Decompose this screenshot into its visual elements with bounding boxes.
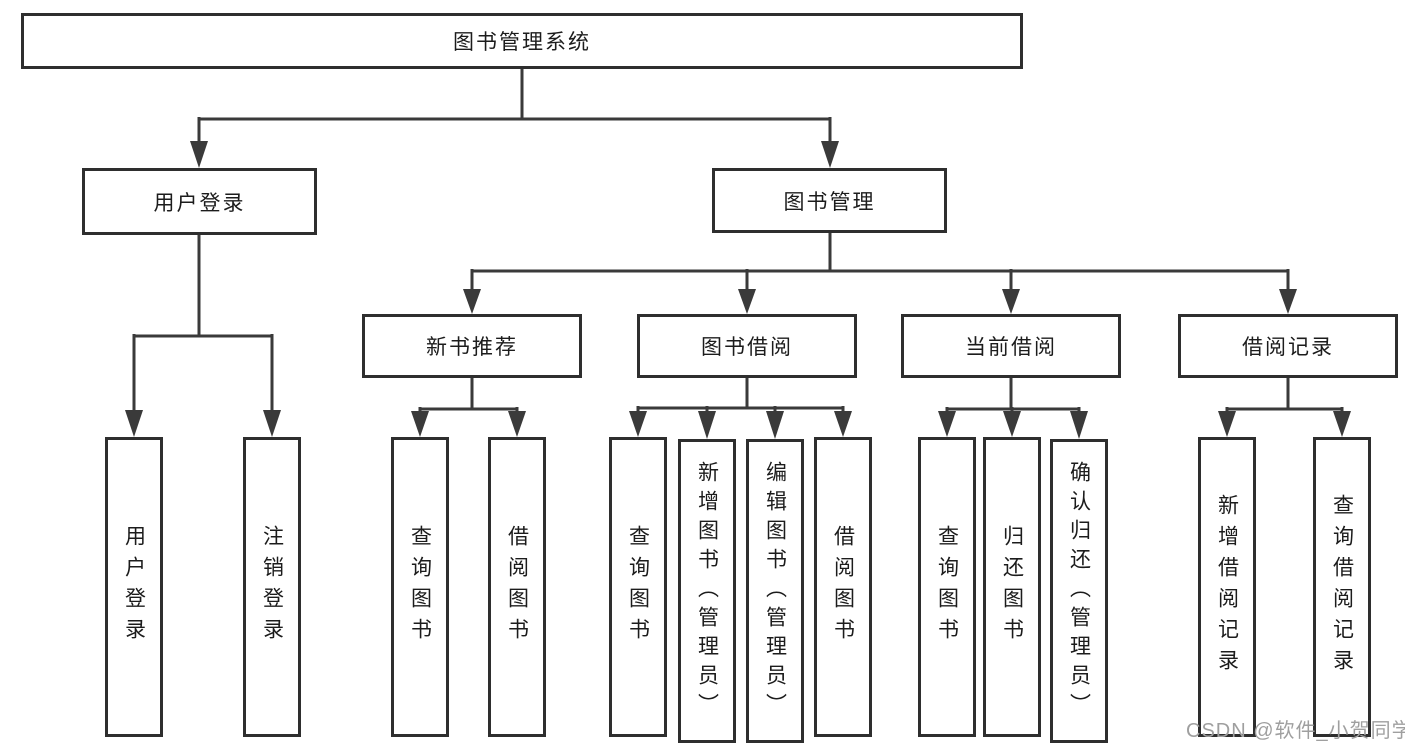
node-confirm-return-admin: 确认归还（管理员）	[1050, 439, 1108, 743]
node-edit-books-admin-label: 编辑图书（管理员）	[763, 460, 787, 722]
node-borrow-search-books: 查询图书	[609, 437, 667, 737]
watermark: CSDN @软件_小贺同学	[1186, 720, 1405, 742]
node-user-login-action-label: 用户登录	[122, 525, 146, 649]
node-return-books: 归还图书	[983, 437, 1041, 737]
node-recommend-borrow-books: 借阅图书	[488, 437, 546, 737]
node-logout-action-label: 注销登录	[260, 525, 284, 649]
node-user-login-action: 用户登录	[105, 437, 163, 737]
node-recommend-search-books: 查询图书	[391, 437, 449, 737]
node-borrow-books-action-label: 借阅图书	[831, 525, 855, 649]
node-add-books-admin-label: 新增图书（管理员）	[695, 460, 719, 722]
node-borrow-records: 借阅记录	[1178, 314, 1398, 378]
node-borrow-books-action: 借阅图书	[814, 437, 872, 737]
node-add-borrow-record-label: 新增借阅记录	[1215, 494, 1239, 680]
node-book-borrow-label: 图书借阅	[701, 336, 793, 359]
node-current-search-books: 查询图书	[918, 437, 976, 737]
node-current-borrow: 当前借阅	[901, 314, 1121, 378]
node-root-label: 图书管理系统	[453, 31, 591, 54]
node-current-search-books-label: 查询图书	[935, 525, 959, 649]
node-current-borrow-label: 当前借阅	[965, 336, 1057, 359]
node-recommend-search-books-label: 查询图书	[408, 525, 432, 649]
node-search-borrow-record: 查询借阅记录	[1313, 437, 1371, 737]
node-user-login-label: 用户登录	[153, 191, 246, 215]
node-book-borrow: 图书借阅	[637, 314, 857, 378]
node-return-books-label: 归还图书	[1000, 525, 1024, 649]
node-add-books-admin: 新增图书（管理员）	[678, 439, 736, 743]
node-new-book-recommend: 新书推荐	[362, 314, 582, 378]
arrowheads	[125, 141, 1351, 439]
node-new-book-recommend-label: 新书推荐	[426, 336, 518, 359]
node-search-borrow-record-label: 查询借阅记录	[1330, 494, 1354, 680]
node-borrow-records-label: 借阅记录	[1242, 336, 1334, 359]
node-add-borrow-record: 新增借阅记录	[1198, 437, 1256, 737]
node-logout-action: 注销登录	[243, 437, 301, 737]
node-confirm-return-admin-label: 确认归还（管理员）	[1067, 460, 1091, 722]
node-edit-books-admin: 编辑图书（管理员）	[746, 439, 804, 743]
node-user-login: 用户登录	[82, 168, 317, 235]
node-root: 图书管理系统	[21, 13, 1023, 69]
node-book-management: 图书管理	[712, 168, 947, 233]
node-book-management-label: 图书管理	[783, 190, 876, 214]
node-borrow-search-books-label: 查询图书	[626, 525, 650, 649]
node-recommend-borrow-books-label: 借阅图书	[505, 525, 529, 649]
